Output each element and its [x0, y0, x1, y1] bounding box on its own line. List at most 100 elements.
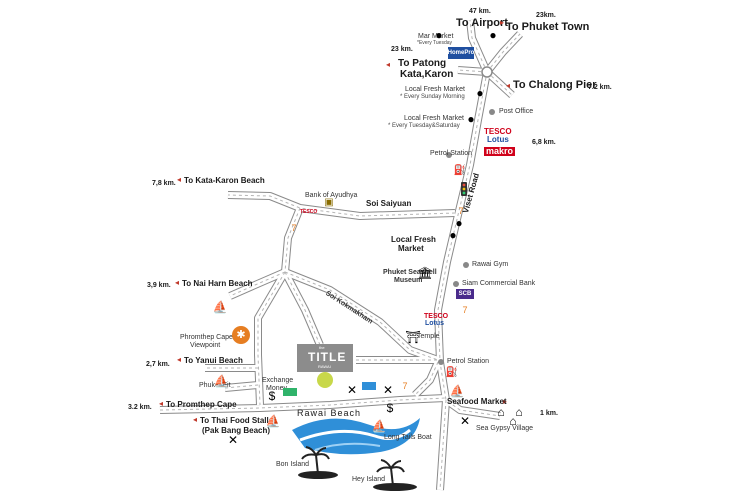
- market-pin-icon: ●: [435, 28, 443, 42]
- patong-label: To Patong: [398, 58, 447, 69]
- petrol-station-bottom-label: Petrol Station: [447, 358, 490, 365]
- chalong-label: To Chalong Pier: [513, 79, 597, 91]
- exchange-label-a: Exchange: [262, 377, 294, 384]
- arrow-icon: ◂: [177, 355, 182, 364]
- title-sub: RAWAI: [318, 364, 331, 369]
- promthep-viewpoint-b: Viewpoint: [190, 342, 221, 349]
- soi-saiyuan-label: Soi Saiyuan: [366, 199, 412, 208]
- hey-island-label: Hey Island: [352, 476, 386, 483]
- yanui-label: To Yanui Beach: [184, 356, 243, 365]
- title-small: the: [319, 345, 325, 350]
- money-icon: $: [268, 389, 276, 403]
- fork-knife-icon: ✕: [346, 383, 358, 397]
- arrow-icon: ◂: [177, 175, 182, 184]
- fork-knife-icon: ✕: [459, 414, 471, 428]
- money-icon: $: [386, 401, 394, 415]
- nai-harn-label: To Nai Harn Beach: [182, 279, 253, 288]
- patong-distance: 23 km.: [391, 46, 413, 53]
- house-icon: ⌂: [509, 414, 517, 428]
- boat-icon: ⛵: [449, 384, 465, 398]
- arrow-icon: ◂: [506, 81, 511, 90]
- promthep-viewpoint-a: Phromthep Cape: [180, 334, 233, 341]
- homepro-logo: HomePro: [448, 47, 474, 59]
- kata-karon-beach-distance: 7,8 km.: [152, 180, 176, 187]
- seashell-label-b: Museum: [394, 277, 423, 284]
- temple-label: Temple: [417, 333, 440, 340]
- title-venue-dot: [317, 372, 333, 388]
- gas-station-icon: ⛽: [445, 367, 459, 378]
- museum-icon: 🏛: [417, 266, 433, 280]
- seashell-label-a: Phuket Seashell: [383, 269, 437, 276]
- bank-ayudhya-label: Bank of Ayudhya: [305, 192, 358, 199]
- title-main: TITLE: [308, 350, 347, 364]
- sea-wave: [292, 418, 420, 455]
- airport-distance: 47 km.: [469, 8, 491, 15]
- seven-eleven-icon: 7: [462, 304, 468, 315]
- kata-karon-beach-label: To Kata-Karon Beach: [184, 176, 265, 185]
- local-market-1-note: * Every Sunday Morning: [400, 94, 465, 100]
- house-icon: ⌂: [497, 405, 505, 419]
- fork-knife-icon: ✕: [227, 433, 239, 447]
- thai-food-label: To Thai Food Stalls: [200, 416, 274, 425]
- seven-eleven-icon: 7: [458, 205, 464, 216]
- promthep-distance: 3.2 km.: [128, 404, 152, 411]
- arrow-icon: ◂: [193, 415, 198, 424]
- bank-card-icon: [362, 382, 376, 390]
- windmill-icon: ✱: [232, 326, 250, 344]
- title-venue-box[interactable]: the TITLE RAWAI: [297, 344, 353, 372]
- boat-icon: ⛵: [265, 414, 281, 428]
- local-market-3a-label: Local Fresh: [391, 235, 436, 244]
- kata-karon-label: Kata,Karon: [400, 69, 454, 80]
- local-market-2-label: Local Fresh Market: [404, 115, 464, 122]
- arrow-icon: ◂: [159, 399, 164, 408]
- local-market-2-note: * Every Tuesday&Saturday: [388, 123, 460, 129]
- market-pin-icon: ●: [467, 112, 475, 126]
- phuket-fit-label: Phuket Fit: [199, 382, 231, 389]
- arrow-icon: ▸: [500, 18, 505, 27]
- promthep-label: To Promthep Cape: [166, 400, 237, 409]
- lotus-logo-bottom: Lotus: [425, 320, 445, 327]
- fork-knife-icon: ✕: [382, 383, 394, 397]
- sea-gypsy-label: Sea Gypsy Village: [476, 425, 534, 432]
- hey-island-shape: [373, 483, 417, 491]
- pin-icon: ●: [489, 28, 497, 42]
- post-office-label: Post Office: [499, 108, 534, 115]
- exchange-label-b: Money: [266, 385, 288, 392]
- pak-bang-label: (Pak Bang Beach): [202, 426, 271, 435]
- phuket-town-label: To Phuket Town: [506, 21, 590, 33]
- nai-harn-distance: 3,9 km.: [147, 282, 171, 289]
- siam-bank-label: Siam Commercial Bank: [462, 280, 536, 287]
- mar-market-label: Mar Market: [418, 33, 454, 40]
- tesco-logo-top: TESCO: [484, 127, 512, 136]
- market-pin-icon: ●: [449, 228, 457, 242]
- local-market-3b-label: Market: [398, 244, 424, 253]
- tesco-right-distance: 6,8 km.: [532, 139, 556, 146]
- local-market-1-label: Local Fresh Market: [405, 86, 465, 93]
- petrol-bottom-dot: [438, 359, 444, 365]
- bank-icon: ▣: [324, 197, 334, 208]
- chalong-distance: 7.2 km.: [588, 84, 612, 91]
- bank-card-icon: [283, 388, 297, 396]
- seven-eleven-icon: 7: [291, 222, 297, 233]
- mar-market-note: *Every Tuesday: [417, 40, 453, 46]
- phuket-town-distance: 23km.: [536, 12, 556, 19]
- boat-icon: ⛵: [371, 419, 387, 433]
- seafood-distance: 1 km.: [540, 410, 558, 417]
- rawai-gym-label: Rawai Gym: [472, 261, 509, 268]
- long-tail-label: Long Tails Boat: [384, 434, 432, 441]
- boat-icon: ⛵: [213, 374, 229, 388]
- bon-island-label: Bon Island: [276, 461, 310, 468]
- rawai-gym-dot: [463, 262, 469, 268]
- house-icon: ⌂: [515, 405, 523, 419]
- seven-eleven-icon: 7: [402, 380, 408, 391]
- gas-station-icon: ⛽: [453, 165, 467, 176]
- boat-icon: ⛵: [212, 300, 228, 314]
- temple-icon: ⛩: [405, 330, 421, 344]
- bon-island-shape: [298, 471, 338, 479]
- makro-logo: makro: [484, 146, 516, 156]
- arrow-icon: ◂: [175, 278, 180, 287]
- lotus-logo-top: Lotus: [487, 135, 509, 144]
- petrol-top-dot: [446, 152, 452, 158]
